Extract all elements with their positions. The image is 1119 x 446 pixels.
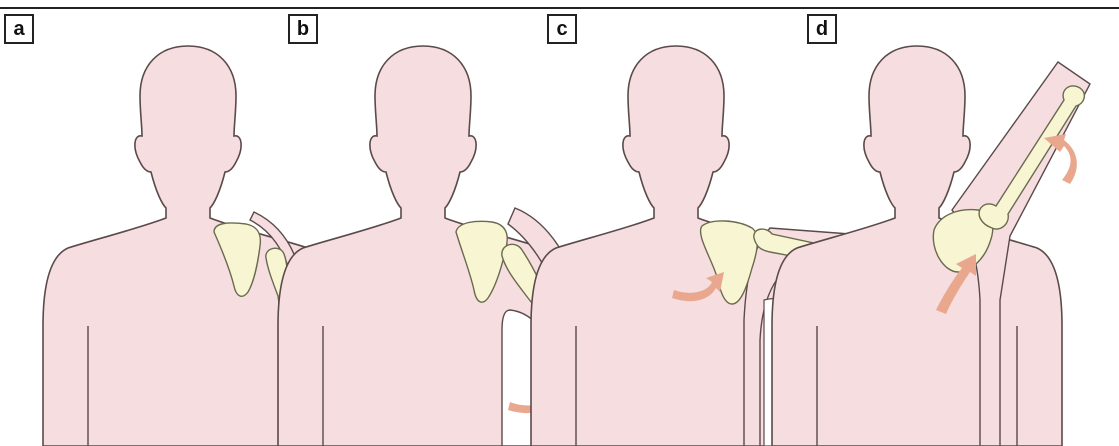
panel-label-d: d <box>807 14 837 44</box>
panel-d-torso <box>772 46 1062 446</box>
panel-label-a: a <box>4 14 34 44</box>
panel-d <box>772 46 1090 446</box>
panel-label-c: c <box>547 14 577 44</box>
panel-label-b: b <box>288 14 318 44</box>
